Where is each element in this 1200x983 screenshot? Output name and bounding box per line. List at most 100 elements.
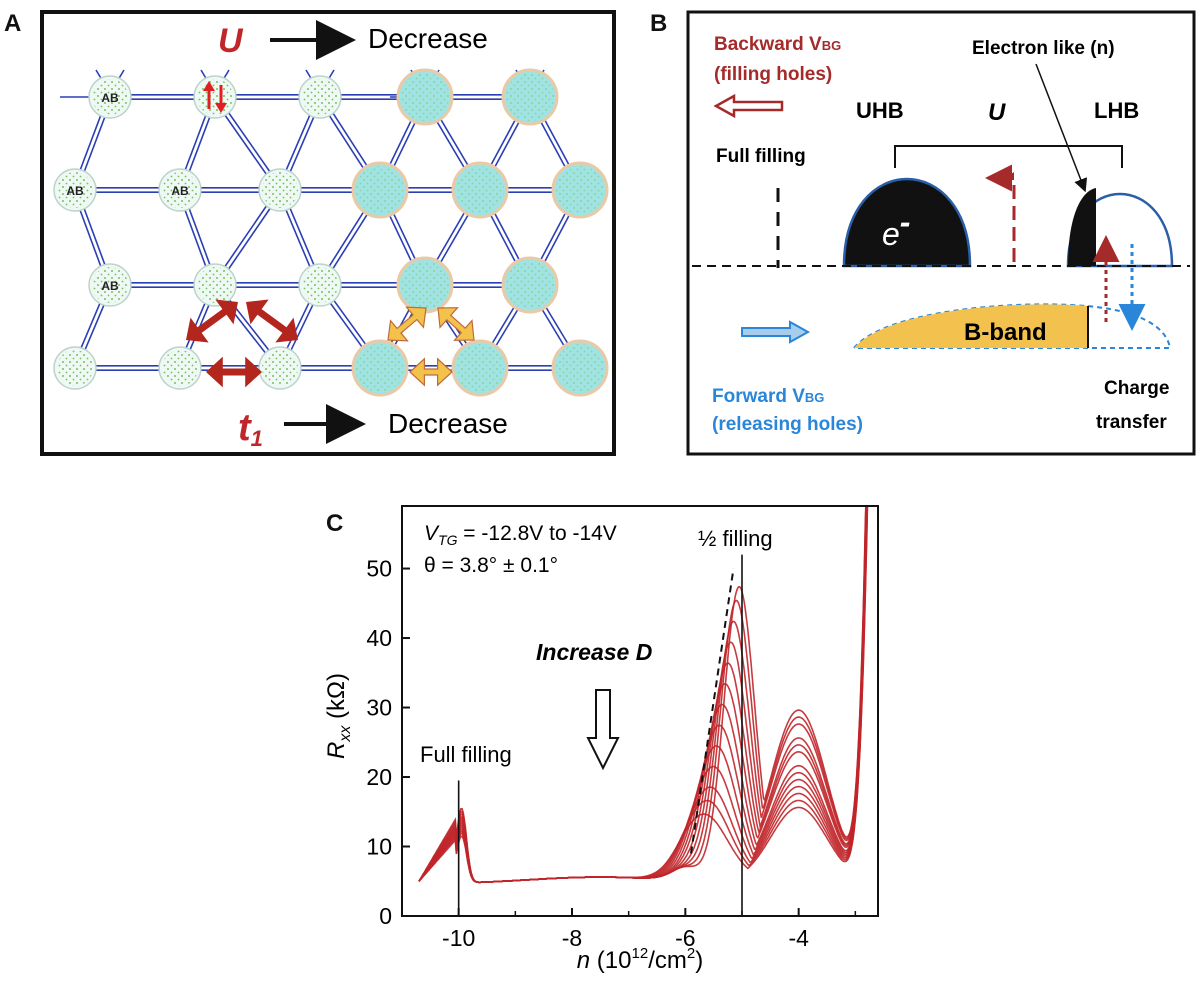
x-tick-label: -6: [675, 925, 695, 951]
lattice-site-large-core: [401, 261, 449, 309]
x-tick-label: -10: [442, 925, 475, 951]
lattice-site-large-core: [456, 344, 504, 392]
resistance-curve: [418, 506, 868, 884]
lattice-site-dots: [197, 267, 233, 303]
lattice-site-dots: [197, 79, 233, 115]
electron-like-label: Electron like (n): [972, 38, 1115, 59]
x-axis-ticks: -10 -8 -6 -4: [401, 908, 857, 951]
forward-hollow-arrow: [741, 320, 811, 344]
lattice-site-dots: [262, 350, 298, 386]
resistance-curve: [418, 506, 869, 884]
filling-markers: [457, 554, 743, 916]
resistance-curve: [418, 506, 869, 884]
site-label-ab: AB: [171, 184, 189, 198]
uhb-band: [842, 177, 972, 268]
lattice-sites: AB AB AB AB: [53, 68, 609, 397]
hopping-arrow: [206, 356, 262, 388]
resistance-curve: [418, 506, 868, 884]
lattice-site-dots: [57, 172, 93, 208]
resistance-curve: [418, 506, 869, 884]
lattice-site-large-core: [456, 166, 504, 214]
panel-a-lattice: AB AB AB AB U Decrease t1 Decrease: [40, 10, 616, 456]
electron-like-pointer: [1035, 63, 1088, 193]
increase-d-arrow: [586, 689, 620, 771]
half-filling-label: ½ filling: [698, 526, 773, 551]
y-tick-label: 40: [366, 625, 392, 651]
lattice-site-dots: [302, 79, 338, 115]
backward-hollow-arrow: [713, 93, 784, 119]
lattice-site-large-core: [556, 344, 604, 392]
resistance-curve: [418, 506, 868, 884]
backward-vbg-sub: (filling holes): [714, 64, 832, 85]
resistance-curve: [418, 506, 867, 884]
resistance-curve: [418, 506, 868, 884]
panel-label-a: A: [4, 10, 22, 37]
charge-transfer-label-1: Charge: [1104, 378, 1169, 399]
lhb-label: LHB: [1094, 98, 1139, 123]
forward-vbg-label: Forward VBG: [712, 386, 824, 407]
lattice-site-large-core: [356, 344, 404, 392]
annotation-vtg: VTG = -12.8V to -14V: [424, 522, 617, 548]
x-tick-label: -8: [562, 925, 582, 951]
charge-transfer-label-2: transfer: [1096, 412, 1167, 433]
backward-vbg-label: Backward VBG: [714, 34, 841, 55]
lattice-site-dots: [302, 267, 338, 303]
uhb-label: UHB: [856, 98, 904, 123]
full-filling-label: Full filling: [716, 146, 806, 167]
lattice-site-dots: [92, 267, 128, 303]
hopping-arrow: [246, 299, 298, 343]
resistance-curves: [418, 506, 869, 884]
t1-symbol: t1: [238, 407, 263, 451]
x-tick-label: -4: [788, 925, 809, 951]
lattice-site-large-core: [556, 166, 604, 214]
bband-filled: [854, 304, 1088, 348]
resistance-curve: [418, 506, 867, 884]
hopping-arrow: [186, 299, 238, 343]
lattice-site-large-core: [506, 261, 554, 309]
lattice-site-dots: [92, 79, 128, 115]
u-decrease-text: Decrease: [368, 23, 488, 54]
hopping-arrows: [186, 299, 475, 388]
lattice-site-large-core: [506, 73, 554, 121]
y-tick-label: 50: [366, 556, 392, 582]
hopping-arrow: [409, 357, 453, 387]
y-axis-ticks: 0 10 20 30 40 50: [366, 556, 410, 929]
lattice-site-large-core: [356, 166, 404, 214]
electron-symbol: e-: [882, 204, 910, 252]
site-label-ab: AB: [101, 279, 119, 293]
resistance-curve: [418, 506, 868, 884]
resistance-curve: [418, 506, 867, 884]
y-tick-label: 20: [366, 764, 392, 790]
full-filling-label-c: Full filling: [420, 742, 512, 767]
peak-trend-line: [690, 568, 735, 854]
y-tick-label: 0: [379, 903, 392, 929]
panel-c-chart: -10 -8 -6 -4 0 10 20 30 40 50 VTG = -12.8V to -1…: [323, 505, 879, 974]
increase-d-label: Increase D: [536, 639, 652, 665]
t1-decrease-text: Decrease: [388, 408, 508, 439]
lattice-site-dots: [262, 172, 298, 208]
bband-label: B-band: [964, 319, 1047, 346]
lattice-site-dots: [162, 172, 198, 208]
lattice-site-dots: [162, 350, 198, 386]
lattice-site-dots: [57, 350, 93, 386]
lhb-band-filled: [1068, 188, 1096, 266]
resistance-curve: [418, 506, 867, 884]
y-tick-label: 30: [366, 695, 392, 721]
y-tick-label: 10: [366, 834, 392, 860]
panel-b-band-diagram: Backward VBG (filling holes) Full fillin…: [686, 10, 1196, 456]
panel-label-c: C: [326, 510, 344, 537]
spin-up-arrow-head: [203, 81, 215, 91]
panel-label-b: B: [650, 10, 668, 37]
resistance-curve: [418, 506, 868, 884]
u-symbol: U: [218, 22, 244, 60]
hopping-arrow: [437, 307, 475, 341]
site-label-ab: AB: [66, 184, 84, 198]
hopping-arrow: [387, 306, 427, 342]
forward-vbg-sub: (releasing holes): [712, 414, 863, 435]
lattice-site-large-core: [401, 73, 449, 121]
y-axis-label: Rxx (kΩ): [323, 673, 354, 759]
annotation-theta: θ = 3.8° ± 0.1°: [424, 554, 558, 577]
spin-down-arrow-head: [215, 103, 227, 113]
site-label-ab: AB: [101, 91, 119, 105]
x-axis-label: n (1012/cm2): [577, 945, 703, 974]
